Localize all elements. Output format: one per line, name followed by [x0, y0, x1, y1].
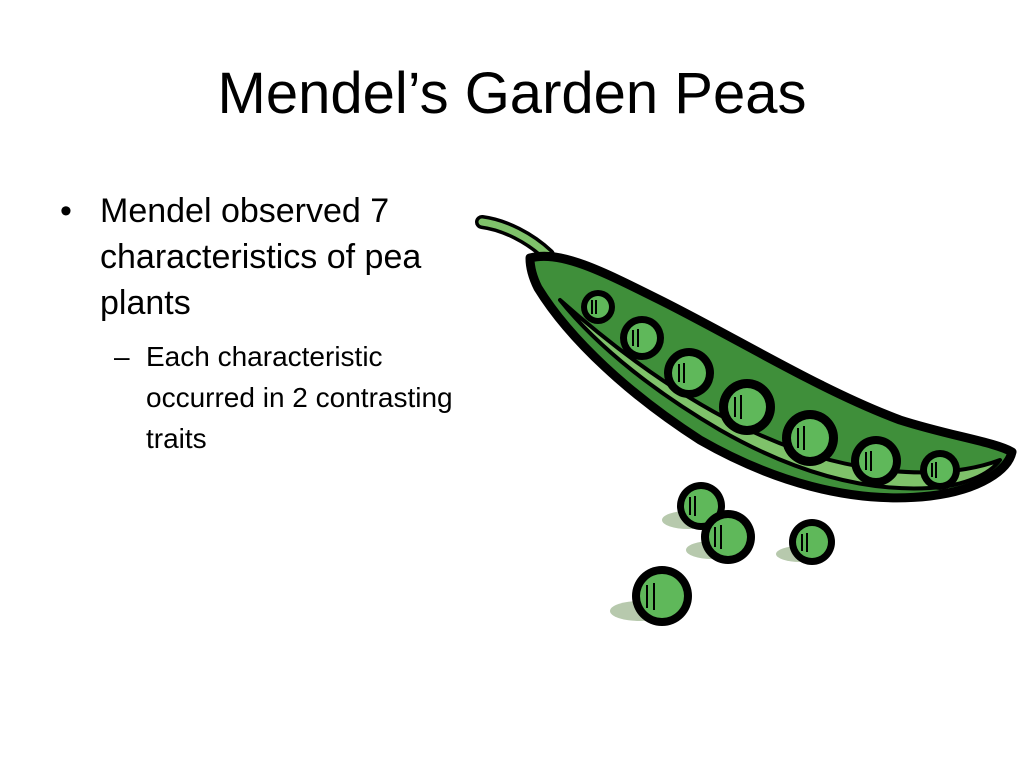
pea — [719, 379, 775, 435]
bullet-item: • Mendel observed 7 characteristics of p… — [60, 188, 490, 459]
pea — [782, 410, 838, 466]
pea-pod-icon — [475, 215, 1017, 626]
pea — [620, 316, 664, 360]
sub-bullet-text: Each characteristic occurred in 2 contra… — [146, 341, 453, 454]
pea — [851, 436, 901, 486]
bullet-marker: • — [60, 192, 72, 230]
loose-peas — [610, 482, 835, 626]
pod-peas — [581, 290, 960, 490]
bullet-text: Mendel observed 7 characteristics of pea… — [100, 192, 422, 322]
pea — [664, 348, 714, 398]
slide-title: Mendel’s Garden Peas — [217, 61, 807, 126]
pea-stem-fill — [478, 218, 552, 259]
pea-pod-shell — [525, 251, 1017, 503]
sub-bullet-list: – Each characteristic occurred in 2 cont… — [100, 336, 490, 459]
bullet-list: • Mendel observed 7 characteristics of p… — [60, 188, 490, 459]
pea — [581, 290, 615, 324]
pea — [920, 450, 960, 490]
sub-bullet-item: – Each characteristic occurred in 2 cont… — [100, 336, 490, 459]
sub-bullet-marker: – — [114, 341, 130, 372]
